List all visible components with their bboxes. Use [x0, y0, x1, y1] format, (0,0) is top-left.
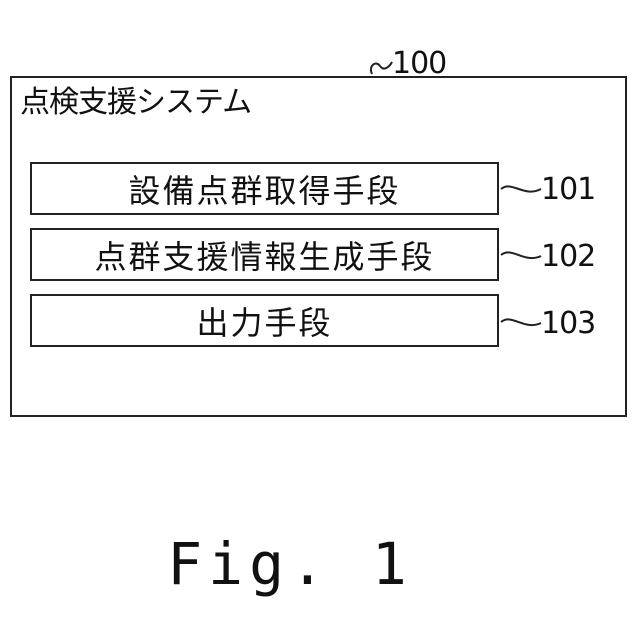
- ref-label-unit-1: 101: [541, 174, 595, 206]
- unit-box-point-cloud-acquisition: 設備点群取得手段: [30, 162, 499, 215]
- ref-label-unit-3: 103: [541, 308, 595, 340]
- unit-box-support-info-generation: 点群支援情報生成手段: [30, 228, 499, 281]
- system-title: 点検支援システム: [20, 84, 251, 122]
- ref-label-unit-2: 102: [541, 241, 595, 273]
- unit-box-output: 出力手段: [30, 294, 499, 347]
- leader-100: [371, 62, 392, 74]
- ref-label-system: 100: [392, 48, 446, 80]
- figure-caption: Fig. 1: [0, 530, 580, 598]
